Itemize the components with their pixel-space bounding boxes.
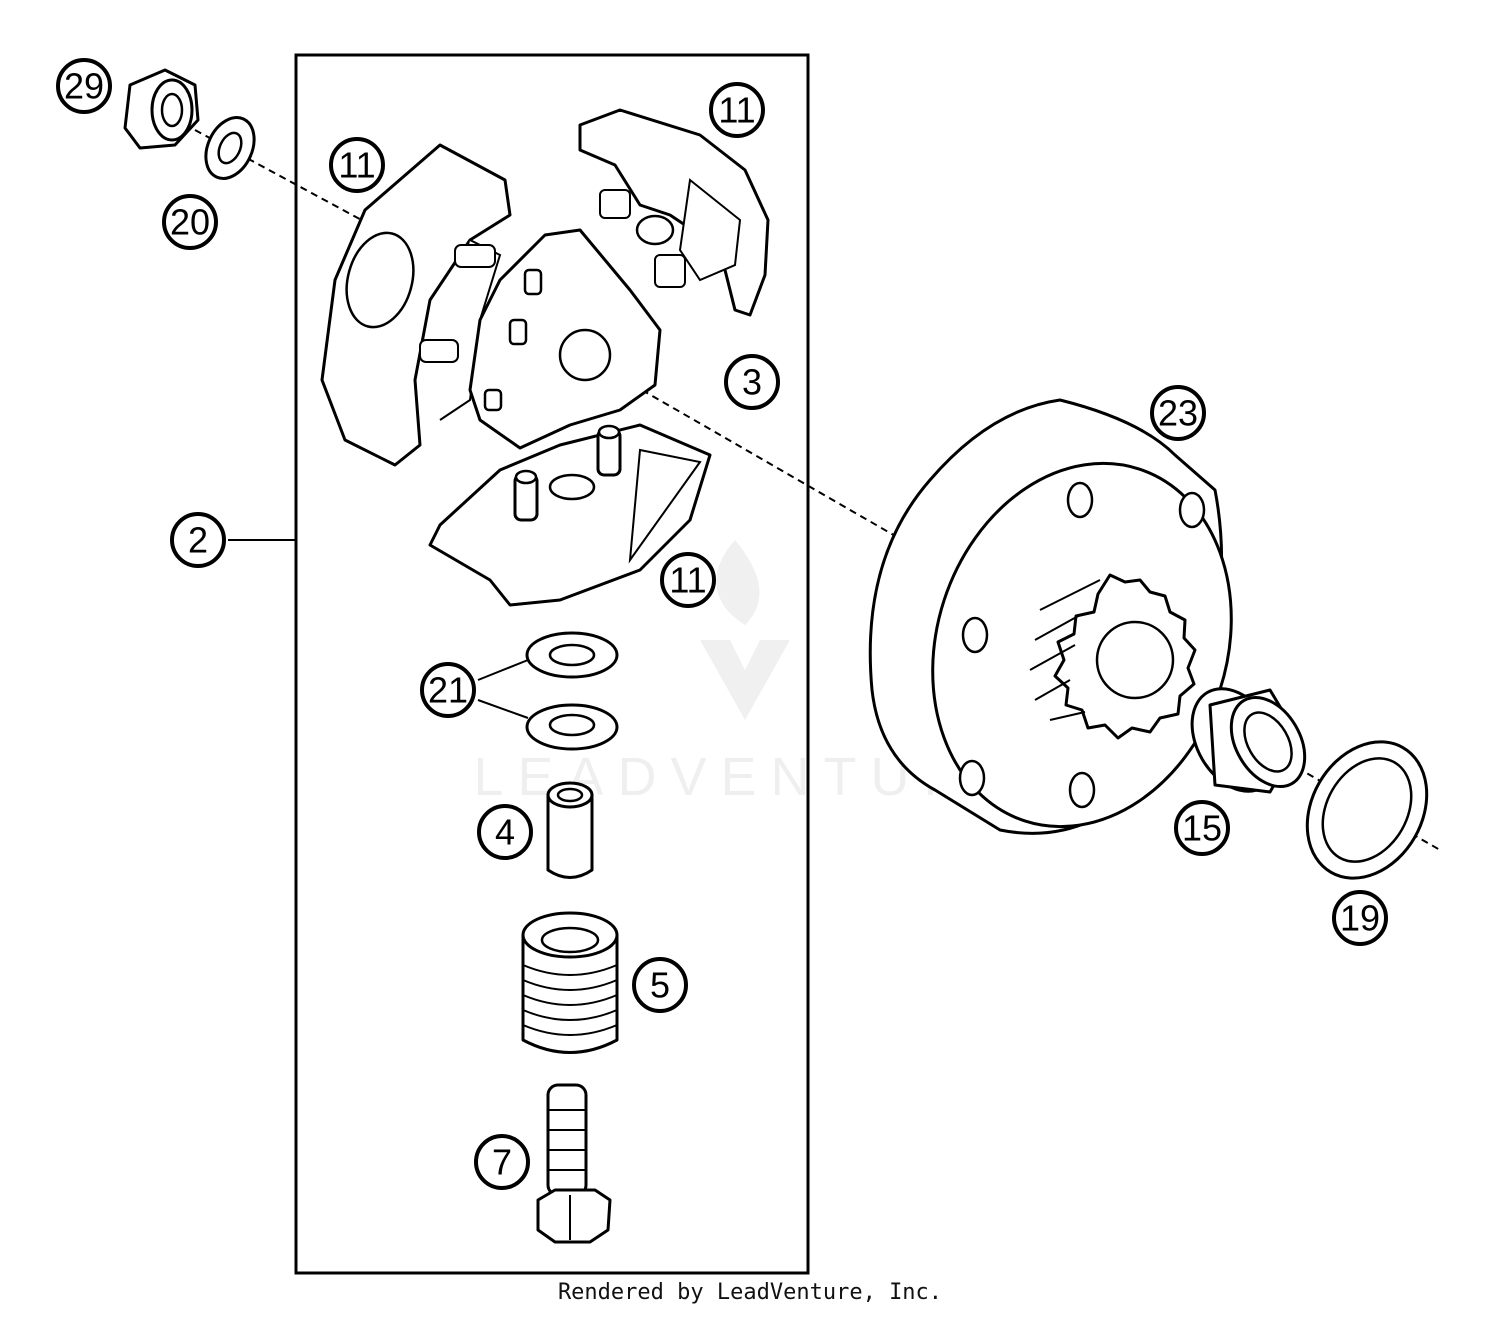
callout-15: 15 <box>1174 800 1230 856</box>
spring-part <box>521 911 619 1054</box>
footer-credit: Rendered by LeadVenture, Inc. <box>557 1280 943 1305</box>
callout-5: 5 <box>632 957 688 1013</box>
svg-text:20: 20 <box>170 202 210 243</box>
callout-20: 20 <box>162 194 218 250</box>
svg-text:11: 11 <box>669 560 706 601</box>
clutch-shoe-lower <box>428 423 712 607</box>
bolt-part <box>536 1083 612 1244</box>
callout-11-lower: 11 <box>660 552 716 608</box>
sleeve-part <box>546 781 594 879</box>
callout-2: 2 <box>170 512 226 568</box>
callout-3: 3 <box>724 354 780 410</box>
svg-text:5: 5 <box>650 965 670 1006</box>
svg-text:15: 15 <box>1182 808 1222 849</box>
callout-4: 4 <box>477 804 533 860</box>
thin-washer-lower <box>525 703 619 751</box>
leader-21-lower <box>477 699 529 719</box>
clutch-assembly-frame <box>294 53 810 1275</box>
svg-text:2: 2 <box>188 520 208 561</box>
svg-text:4: 4 <box>495 812 515 853</box>
washer-part <box>204 116 256 180</box>
svg-text:29: 29 <box>64 66 104 107</box>
leader-21-upper <box>477 659 529 681</box>
clutch-drum-part <box>868 398 1233 835</box>
svg-text:19: 19 <box>1340 898 1380 939</box>
callout-23: 23 <box>1150 385 1206 441</box>
callout-7: 7 <box>474 1134 530 1190</box>
callout-19: 19 <box>1332 890 1388 946</box>
svg-text:7: 7 <box>492 1142 512 1183</box>
clutch-shoe-left <box>320 143 512 467</box>
callout-11-left: 11 <box>329 137 385 193</box>
drum-washer-part <box>1305 740 1429 880</box>
svg-text:3: 3 <box>742 362 762 403</box>
callout-29: 29 <box>56 58 112 114</box>
clutch-shoe-upper-right <box>578 108 770 317</box>
needle-bearing-part <box>1190 687 1307 794</box>
callout-21: 21 <box>420 662 476 718</box>
callout-11-upper-right: 11 <box>709 82 765 138</box>
svg-text:11: 11 <box>338 145 375 186</box>
svg-text:11: 11 <box>718 90 755 131</box>
svg-text:21: 21 <box>428 670 468 711</box>
nut-part <box>123 68 200 150</box>
thin-washer-upper <box>525 631 619 679</box>
clutch-hub-part <box>468 228 662 450</box>
svg-text:23: 23 <box>1158 393 1198 434</box>
